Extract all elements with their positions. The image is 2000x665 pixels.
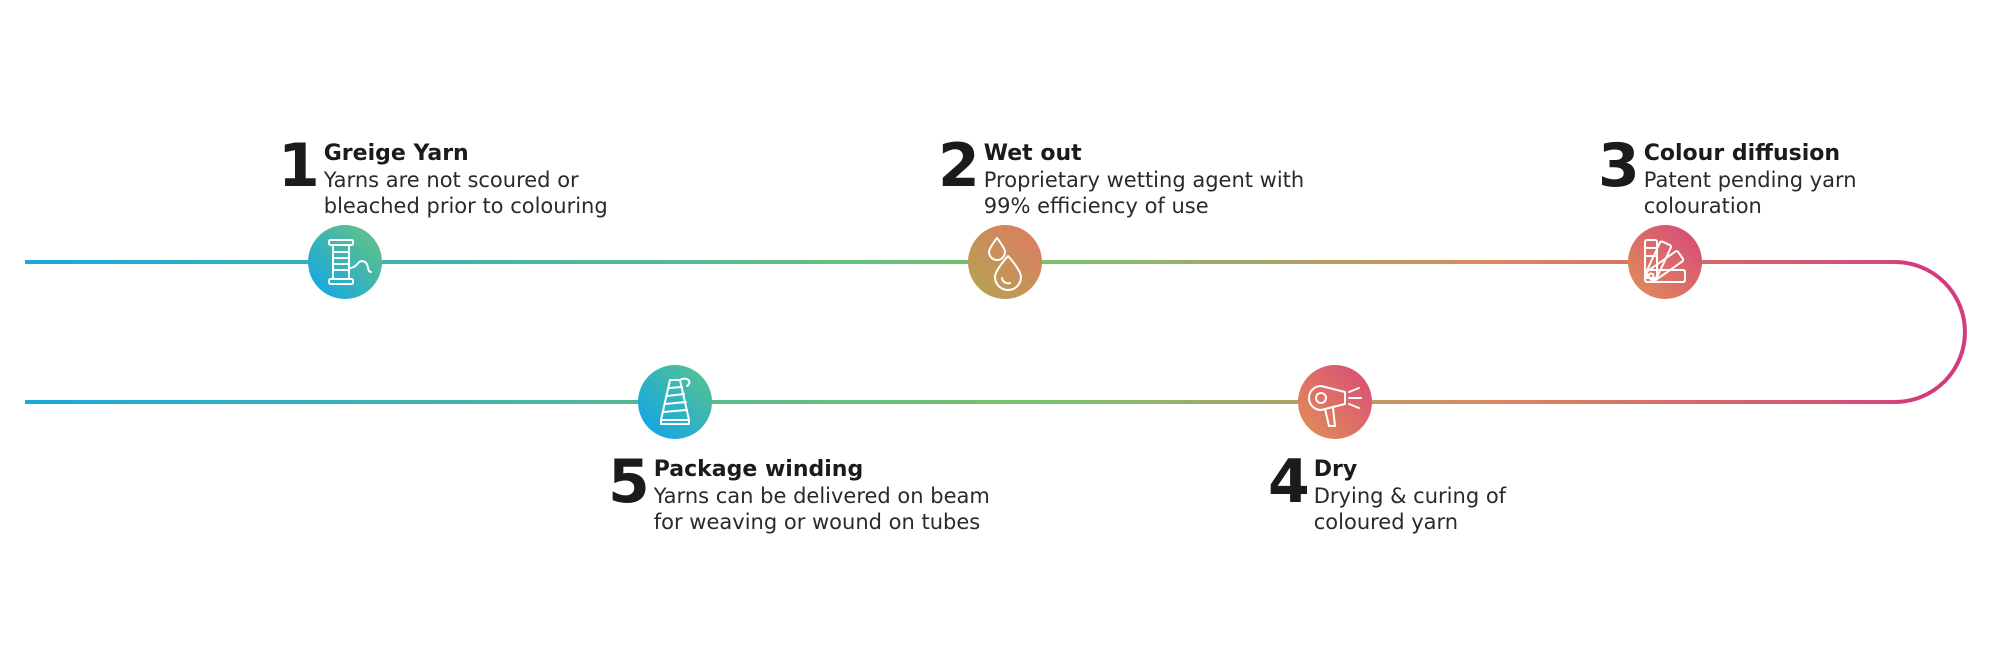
step-number: 2: [938, 131, 980, 201]
step-description-line: Yarns are not scoured or: [323, 168, 579, 192]
water-drops-icon: [988, 237, 1022, 291]
step-description: Drying & curing of coloured yarn: [1314, 483, 1506, 535]
step-description-line: Patent pending yarn: [1643, 168, 1857, 192]
step-description-line: Drying & curing of: [1313, 484, 1507, 508]
step-text: Package winding Yarns can be delivered o…: [654, 454, 990, 535]
flow-line-curve: [1894, 260, 1967, 404]
step-description-line: Proprietary wetting agent with: [983, 168, 1305, 192]
step-description-line: bleached prior to colouring: [323, 194, 608, 218]
step-text: Greige Yarn Yarns are not scoured or ble…: [324, 138, 608, 219]
yarn-cone-icon: [660, 377, 691, 425]
step-1-node: [308, 225, 382, 299]
step-3: 3 Colour diffusion Patent pending yarn c…: [1598, 131, 1857, 219]
step-description: Proprietary wetting agent with 99% effic…: [984, 167, 1304, 219]
step-number: 4: [1268, 447, 1310, 517]
hair-dryer-icon: [1308, 385, 1362, 427]
step-5: 5 Package winding Yarns can be delivered…: [608, 447, 990, 535]
step-title: Colour diffusion: [1643, 141, 1841, 166]
colour-swatch-fan-icon: [1644, 239, 1686, 283]
step-description-line: for weaving or wound on tubes: [653, 510, 981, 534]
step-3-node: [1628, 225, 1702, 299]
step-2-node: [968, 225, 1042, 299]
step-4: 4 Dry Drying & curing of coloured yarn: [1268, 447, 1506, 535]
step-description: Yarns can be delivered on beam for weavi…: [654, 483, 990, 535]
step-description-line: 99% efficiency of use: [983, 194, 1209, 218]
step-5-node: [638, 365, 712, 439]
step-title: Dry: [1313, 457, 1358, 482]
thread-spool-icon: [328, 239, 372, 285]
step-number: 5: [608, 447, 650, 517]
step-4-node: [1298, 365, 1372, 439]
step-title: Package winding: [653, 457, 864, 482]
step-description-line: coloured yarn: [1313, 510, 1459, 534]
step-text: Dry Drying & curing of coloured yarn: [1314, 454, 1506, 535]
step-title: Greige Yarn: [323, 141, 469, 166]
step-description: Patent pending yarn colouration: [1644, 167, 1857, 219]
step-description-line: Yarns can be delivered on beam: [653, 484, 990, 508]
step-description-line: colouration: [1643, 194, 1762, 218]
step-1: 1 Greige Yarn Yarns are not scoured or b…: [278, 131, 608, 219]
step-number: 1: [278, 131, 320, 201]
step-text: Wet out Proprietary wetting agent with 9…: [984, 138, 1304, 219]
step-2: 2 Wet out Proprietary wetting agent with…: [938, 131, 1304, 219]
step-number: 3: [1598, 131, 1640, 201]
step-description: Yarns are not scoured or bleached prior …: [324, 167, 608, 219]
step-text: Colour diffusion Patent pending yarn col…: [1644, 138, 1857, 219]
step-title: Wet out: [983, 141, 1082, 166]
